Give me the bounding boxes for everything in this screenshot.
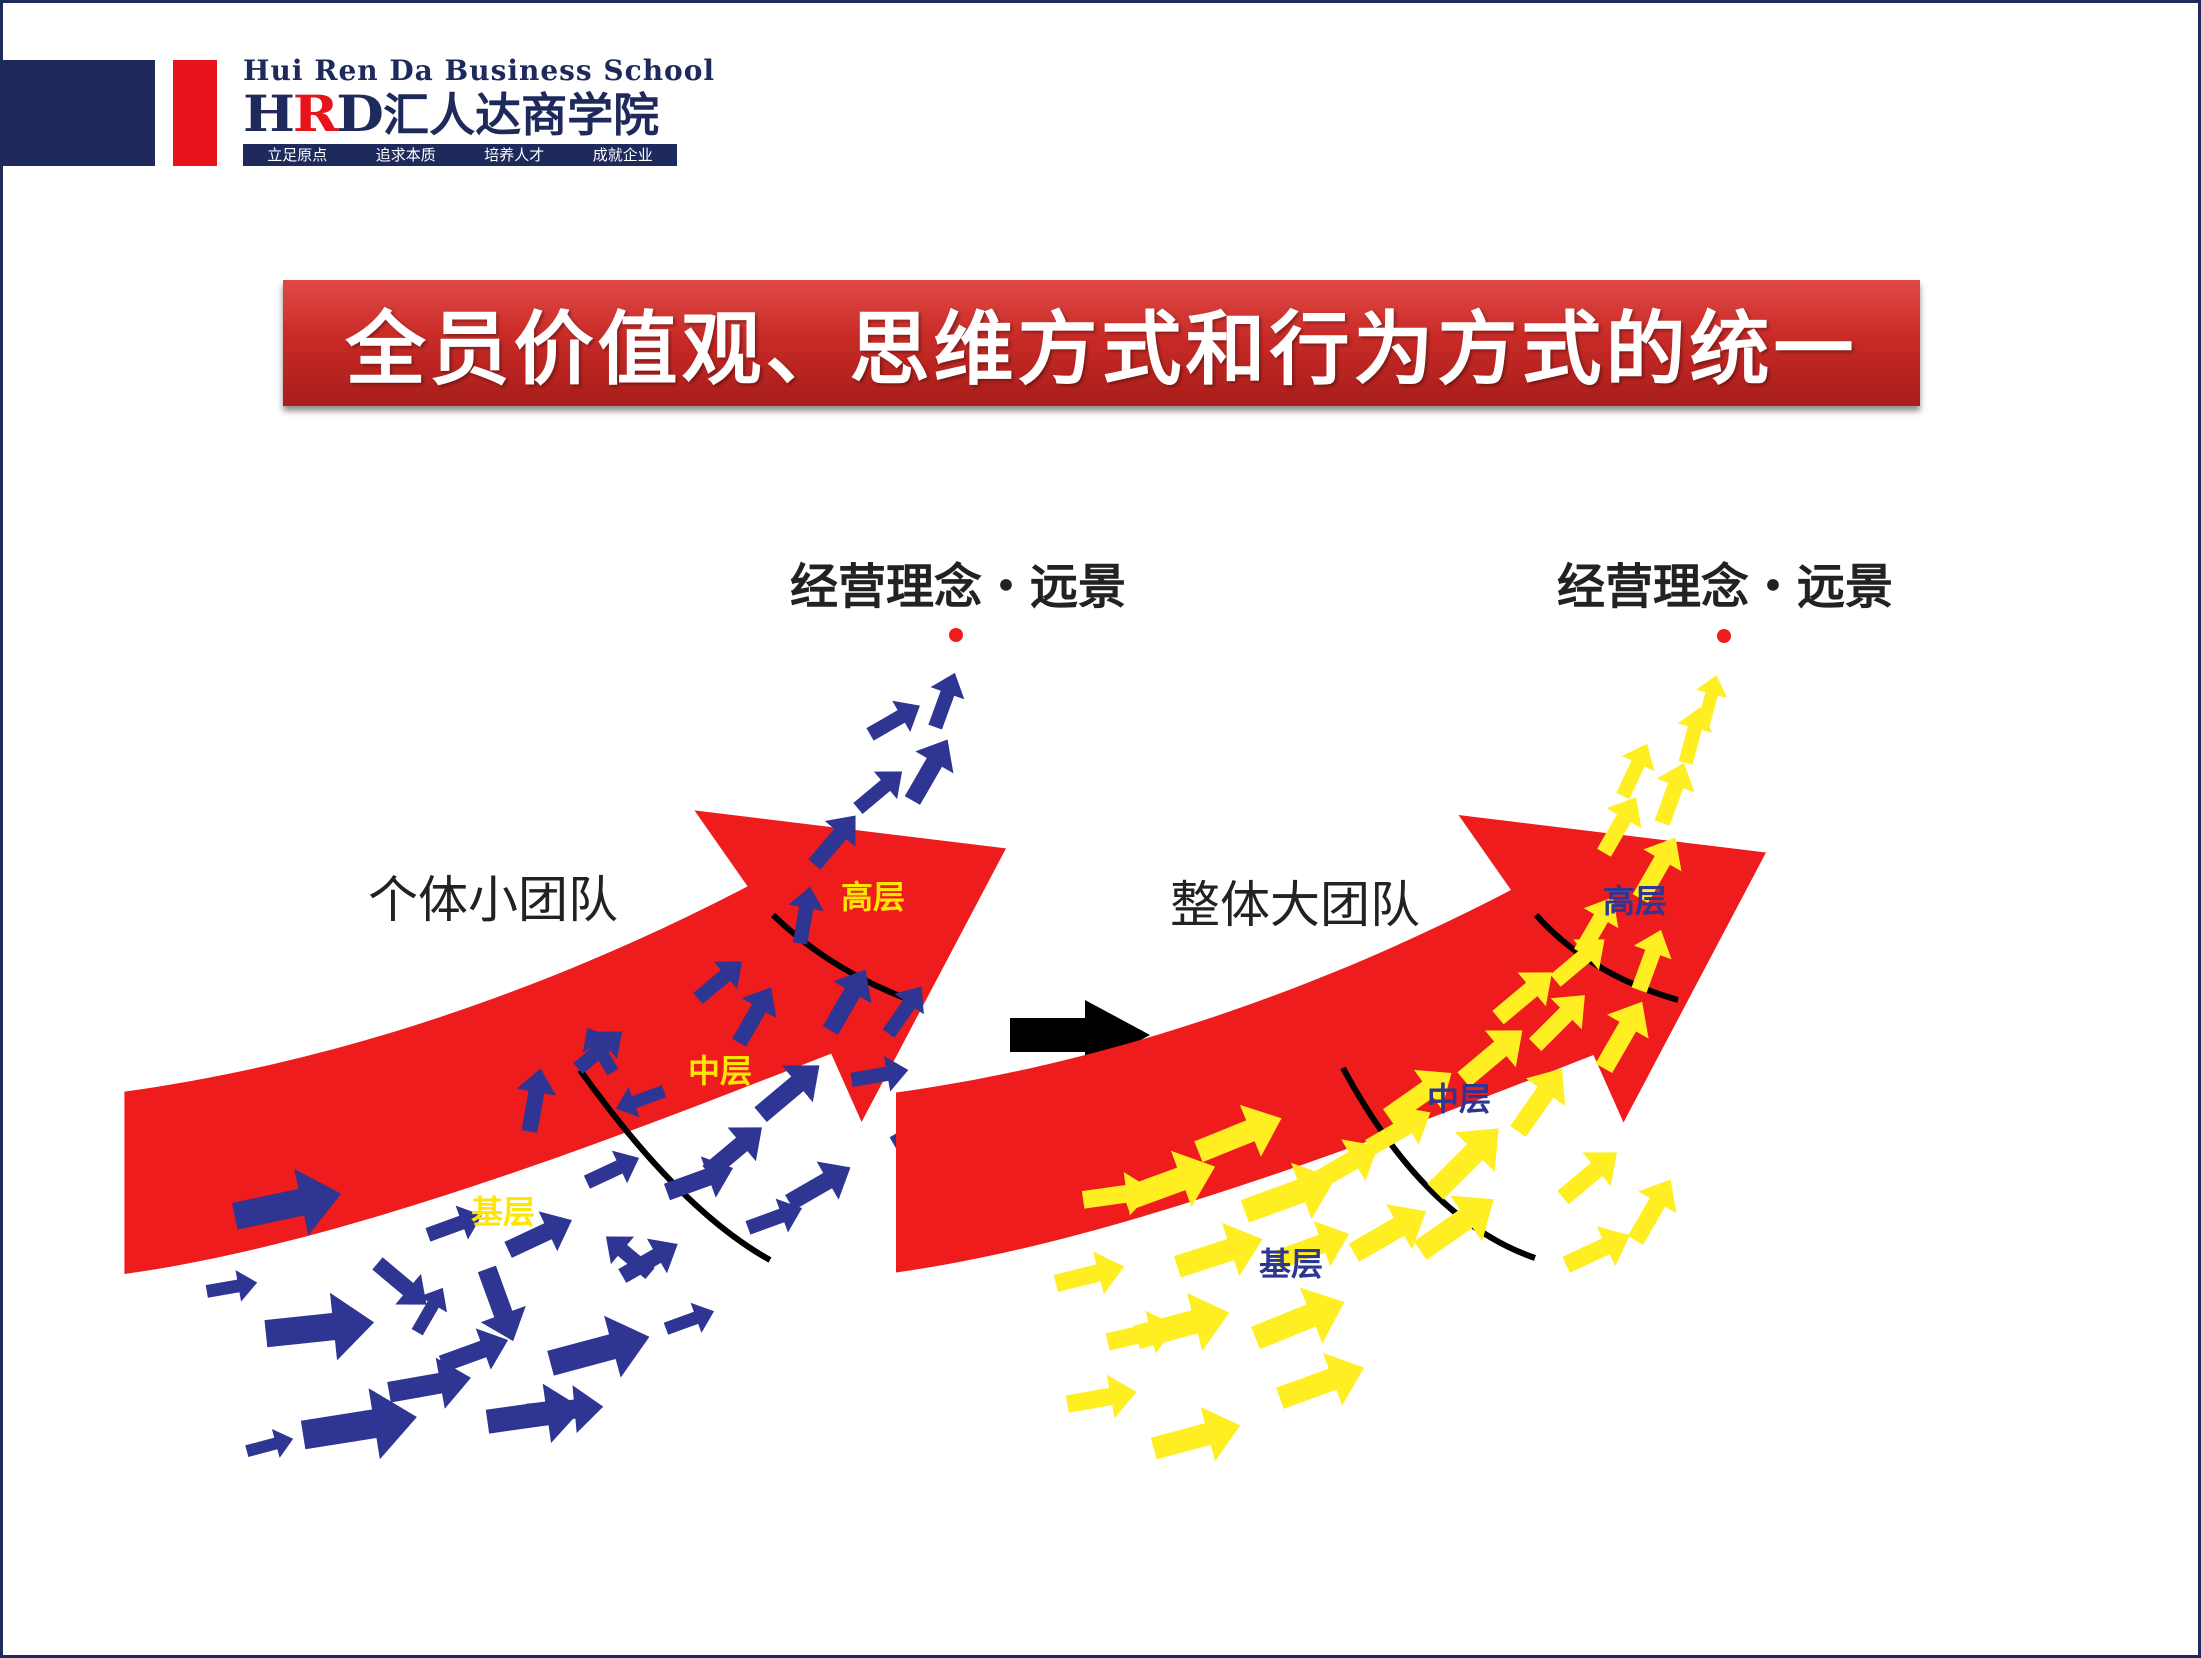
small-arrow-icon [1510,1068,1566,1137]
small-arrow-icon [866,700,920,741]
small-arrow-icon [264,1292,375,1361]
small-arrow-icon [1595,1001,1649,1074]
slogan-item: 立足原点 [267,146,328,164]
small-arrow-icon [745,1198,803,1235]
small-arrow-icon [1065,1374,1137,1419]
small-arrow-icon [853,771,903,815]
small-arrow-icon [1250,1287,1345,1350]
small-arrow-icon [1562,1226,1630,1273]
small-arrow-icon [1457,1030,1523,1088]
small-arrow-icon [822,969,872,1035]
small-arrow-icon [732,987,777,1047]
goal-label: 经营理念・远景 [1557,559,1893,615]
small-arrow-icon [245,1428,294,1458]
brand-logo: HRD汇人达商学院 [243,84,660,143]
small-arrow-icon [1306,1139,1379,1193]
small-arrow-icon [1053,1251,1125,1295]
slogan-item: 成就企业 [592,146,653,164]
small-arrow-icon [1276,1352,1365,1409]
small-arrow-icon [1173,1222,1263,1278]
small-arrow-icon [1696,675,1728,727]
small-arrow-icon [928,672,965,730]
small-arrow-icon [1120,1150,1216,1211]
small-arrow-icon [1427,1128,1499,1200]
small-arrow-icon [663,1302,715,1335]
goal-dot [1717,629,1731,643]
small-arrow-icon [1492,972,1552,1025]
small-arrow-icon [618,1238,678,1283]
small-arrow-icon [1133,1292,1230,1351]
brand-slogan-bar: 立足原点 追求本质 培养人才 成就企业 [243,144,677,166]
small-arrow-icon [1413,1195,1494,1260]
brand-english-name: Hui Ren Da Business School [243,54,716,87]
small-arrow-icon [300,1388,417,1460]
panel-label: 整体大团队 [1170,876,1420,934]
slogan-item: 培养人才 [484,146,545,164]
small-arrow-icon [882,986,924,1038]
small-arrow-icon [1528,995,1585,1052]
small-arrow-icon [1616,743,1655,800]
layer-label-base: 基层 [471,1193,535,1231]
small-arrow-icon [788,886,824,945]
small-arrow-icon [1383,1069,1452,1125]
small-arrow-icon [1597,797,1642,857]
small-arrow-icon [516,1068,557,1133]
small-arrow-icon [1348,1204,1427,1262]
small-arrow-icon [904,739,954,805]
layer-label-base: 基层 [1259,1245,1323,1283]
small-arrow-icon [754,1065,820,1123]
small-arrow-icon [582,1027,619,1076]
small-arrow-icon [547,1315,650,1378]
header-red-block [173,60,217,166]
small-arrow-icon [583,1150,640,1189]
small-arrow-icon [785,1161,851,1211]
goal-dot [949,628,963,642]
layer-label-top: 高层 [1603,882,1667,920]
panel-label: 个体小团队 [368,871,618,929]
small-arrow-icon [1365,1106,1431,1156]
small-arrow-icon [605,1236,655,1280]
small-arrow-icon [504,1211,572,1258]
small-arrow-icon [1273,1221,1350,1270]
layer-divider-line [770,912,912,1003]
small-arrow-icon [387,1357,471,1409]
small-arrow-icon [1632,837,1682,903]
small-arrow-group [205,672,965,1460]
small-arrow-icon [1574,897,1619,957]
small-arrow-icon [205,1270,258,1302]
small-arrow-icon [411,1287,448,1336]
small-arrow-icon [850,1056,909,1092]
small-arrow-icon [372,1257,427,1305]
small-arrow-icon [1194,1104,1282,1163]
small-arrow-icon [1150,1407,1241,1462]
small-arrow-icon [1631,929,1672,993]
small-arrow-icon [425,1205,483,1242]
small-arrow-icon [1654,762,1695,826]
brand-chinese-name: 汇人达商学院 [383,88,660,142]
layer-label-middle: 中层 [1427,1080,1491,1118]
header-navy-block [3,60,155,166]
small-arrow-icon [702,1127,762,1180]
layer-label-middle: 中层 [688,1052,752,1090]
small-arrow-icon [1557,1152,1617,1205]
slide-title: 全员价值观、思维方式和行为方式的统一 [283,280,1920,406]
small-arrow-icon [808,815,856,870]
small-arrow-icon [1627,1179,1677,1245]
small-arrow-group [1053,675,1728,1462]
slogan-item: 追求本质 [375,146,436,164]
small-arrow-icon [615,1085,667,1118]
left-panel: 基层 中层 高层 个体小团队 经营理念・远景 [124,559,1126,1460]
small-arrow-icon [477,1265,526,1342]
small-arrow-icon [525,1385,604,1434]
small-arrow-icon [438,1328,509,1373]
layer-label-top: 高层 [841,878,905,916]
goal-label: 经营理念・远景 [790,559,1126,615]
right-panel: 基层 中层 高层 整体大团队 经营理念・远景 [896,559,1893,1462]
small-arrow-icon [231,1168,342,1236]
layer-divider-line [1340,1066,1536,1261]
brand-abbr-logo: HRD [243,84,384,143]
small-arrow-icon [693,961,743,1005]
